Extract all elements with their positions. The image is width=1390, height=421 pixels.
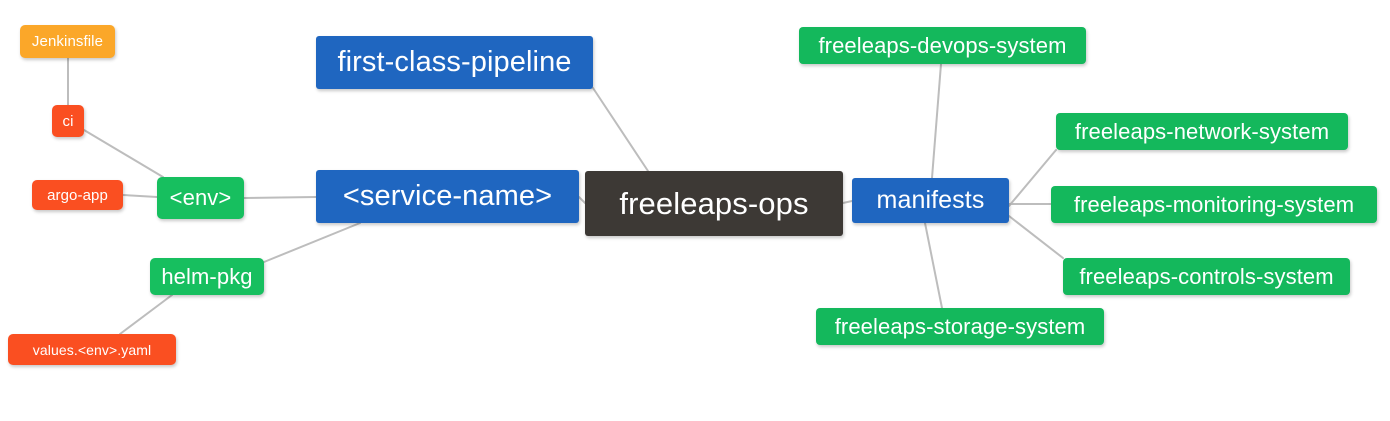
edge-root-to-manifests (842, 200, 853, 204)
node-root[interactable]: freeleaps-ops (585, 171, 843, 236)
edge-pipeline-to-root (592, 87, 649, 172)
node-label-monitoring: freeleaps-monitoring-system (1073, 191, 1355, 217)
node-label-values: values.<env>.yaml (32, 341, 152, 358)
edge-ci-to-env (83, 129, 164, 178)
node-label-manifests: manifests (876, 186, 985, 214)
node-argo[interactable]: argo-app (32, 180, 123, 210)
node-label-controls: freeleaps-controls-system (1079, 263, 1334, 289)
node-jenkins[interactable]: Jenkinsfile (20, 25, 115, 58)
edge-devops-to-manifests (931, 63, 942, 179)
node-label-devops: freeleaps-devops-system (818, 32, 1067, 58)
node-ci[interactable]: ci (52, 105, 84, 137)
node-manifests[interactable]: manifests (852, 178, 1009, 223)
node-label-network: freeleaps-network-system (1074, 118, 1330, 144)
edge-storage-to-manifests (924, 222, 943, 309)
node-env[interactable]: <env> (157, 177, 244, 219)
edge-env-to-service (243, 196, 317, 199)
node-devops[interactable]: freeleaps-devops-system (799, 27, 1086, 64)
node-pipeline[interactable]: first-class-pipeline (316, 36, 593, 89)
edge-network-to-manifests (1008, 149, 1057, 207)
node-label-env: <env> (169, 185, 232, 210)
node-label-ci: ci (62, 112, 74, 130)
node-label-pipeline: first-class-pipeline (337, 46, 572, 78)
node-values[interactable]: values.<env>.yaml (8, 334, 176, 365)
node-monitoring[interactable]: freeleaps-monitoring-system (1051, 186, 1377, 223)
node-label-storage: freeleaps-storage-system (834, 313, 1086, 339)
edge-service-to-helm (263, 222, 361, 263)
node-label-jenkins: Jenkinsfile (31, 33, 104, 50)
node-network[interactable]: freeleaps-network-system (1056, 113, 1348, 150)
edge-helm-to-values (119, 294, 173, 335)
node-service[interactable]: <service-name> (316, 170, 579, 223)
node-label-service: <service-name> (342, 180, 553, 212)
node-label-helm: helm-pkg (161, 263, 253, 289)
node-storage[interactable]: freeleaps-storage-system (816, 308, 1104, 345)
edge-argo-to-env (122, 194, 158, 198)
node-label-argo: argo-app (47, 186, 108, 204)
node-controls[interactable]: freeleaps-controls-system (1063, 258, 1350, 295)
node-label-root: freeleaps-ops (619, 186, 809, 221)
node-helm[interactable]: helm-pkg (150, 258, 264, 295)
